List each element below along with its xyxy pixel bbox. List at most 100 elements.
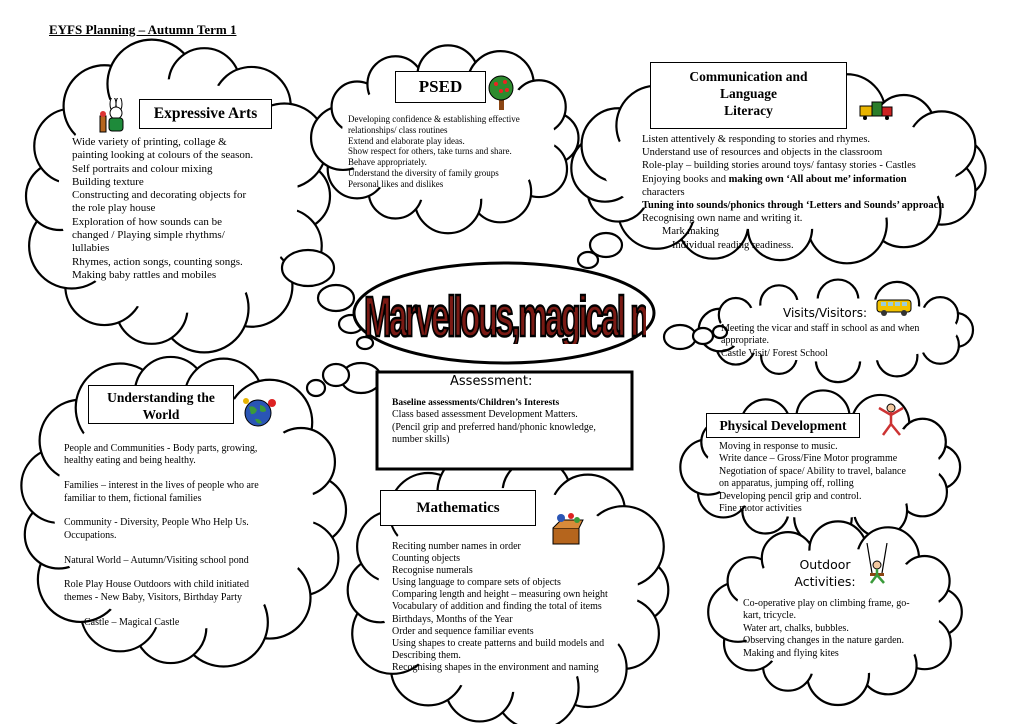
understanding-line: Occupations.	[64, 529, 117, 541]
expressive-arts-line: Self portraits and colour mixing	[72, 162, 213, 175]
psed-line: Personal likes and dislikes	[348, 178, 444, 189]
understanding-heading-line-1: Understanding the	[107, 390, 215, 405]
mathematics-line: Recognise numerals	[392, 565, 473, 577]
thought-cloud	[24, 38, 332, 354]
understanding-line	[64, 567, 296, 579]
thought-cloud	[697, 278, 975, 384]
physical-line: Developing pencil grip and control.	[719, 490, 862, 502]
expressive-arts-line: Building texture	[72, 175, 144, 188]
assessment-list: Baseline assessments/Children’s Interest…	[392, 397, 627, 446]
tree-icon	[486, 74, 516, 117]
mathematics-line: Recognising shapes in the environment an…	[392, 661, 599, 673]
communication-line: Mark making	[662, 226, 719, 238]
psed-line: relationships/ class routines	[348, 124, 448, 135]
expressive-arts-heading: Expressive Arts	[139, 99, 272, 129]
outdoor-line: kart, tricycle.	[743, 610, 797, 622]
mathematics-line: Counting objects	[392, 553, 461, 565]
visits-heading: Visits/Visitors:	[783, 306, 868, 320]
understanding-line: Natural World – Autumn/Visiting school p…	[64, 554, 249, 566]
communication-line: characters	[642, 186, 685, 198]
outdoor-line: Co-operative play on climbing frame, go-	[743, 598, 910, 609]
physical-line: Moving in response to music.	[719, 441, 838, 452]
physical-line: on apparatus, jumping off, rolling	[719, 478, 854, 490]
understanding-line	[64, 468, 296, 480]
psed-line: Behave appropriately.	[348, 157, 427, 168]
mathematics-line: Using language to compare sets of object…	[392, 577, 561, 589]
visits-line: Castle Visit/ Forest School	[721, 347, 828, 359]
toy-box-icon	[549, 512, 585, 553]
physical-line: Write dance – Gross/Fine Motor programme	[719, 453, 898, 465]
outdoor-heading: Outdoor Activities:	[790, 556, 860, 590]
understanding-heading-line-2: World	[142, 407, 180, 422]
communication-heading-line-3: Literacy	[724, 103, 773, 118]
visits-line: Meeting the vicar and staff in school as…	[721, 323, 920, 334]
understanding-heading: Understanding the World	[88, 385, 234, 424]
expressive-arts-line: changed / Playing simple rhythms/	[72, 229, 225, 242]
physical-list: Moving in response to music.Write dance …	[719, 441, 934, 515]
communication-line: Enjoying books and making own ‘All about…	[642, 173, 972, 186]
outdoor-line: Making and flying kites	[743, 647, 839, 659]
psed-line: Developing confidence & establishing eff…	[348, 114, 520, 124]
psed-line: Understand the diversity of family group…	[348, 167, 499, 178]
physical-line: Fine motor activities	[719, 503, 802, 515]
understanding-line: Community - Diversity, People Who Help U…	[64, 517, 249, 529]
understanding-list: People and Communities - Body parts, gro…	[64, 443, 296, 629]
expressive-arts-line: lullabies	[72, 242, 110, 255]
understanding-line: Role Play House Outdoors with child init…	[64, 579, 249, 591]
assessment-heading: Assessment:	[450, 374, 533, 389]
communication-line-part: Enjoying books and	[642, 173, 729, 185]
communication-line-bold-part: making own ‘All about me’ information	[728, 173, 907, 185]
understanding-line	[64, 542, 296, 554]
communication-heading-line-2: Language	[719, 86, 777, 101]
visits-line: appropriate.	[721, 335, 770, 347]
communication-line: Role-play – building stories around toys…	[642, 160, 916, 172]
swing-icon	[862, 542, 892, 594]
communication-heading: Communication and Language Literacy	[650, 62, 847, 129]
outdoor-heading-line-1: Outdoor	[799, 557, 851, 572]
mathematics-line: Using shapes to create patterns and buil…	[392, 637, 605, 649]
communication-line: Recognising own name and writing it.	[642, 213, 803, 225]
understanding-line: familiar to them, fictional families	[64, 492, 202, 504]
expressive-arts-line: painting looking at colours of the seaso…	[72, 149, 254, 162]
communication-line: Tuning into sounds/phonics through ‘Lett…	[642, 200, 945, 212]
outdoor-heading-line-2: Activities:	[794, 574, 856, 589]
expressive-arts-line: Constructing and decorating objects for	[72, 189, 247, 202]
understanding-line: themes - New Baby, Visitors, Birthday Pa…	[64, 591, 242, 603]
outdoor-line: Observing changes in the nature garden.	[743, 635, 905, 647]
psed-heading: PSED	[395, 71, 486, 103]
expressive-arts-line: Wide variety of printing, collage &	[72, 136, 227, 148]
assessment-line: (Pencil grip and preferred hand/phonic k…	[392, 421, 596, 433]
psed-line: Show respect for others, take turns and …	[348, 146, 512, 157]
psed-list: Developing confidence & establishing eff…	[348, 114, 553, 190]
physical-heading: Physical Development	[706, 413, 860, 438]
assessment-bold-line: Baseline assessments/Children’s Interest…	[392, 398, 560, 408]
assessment-box	[375, 370, 634, 471]
communication-line: Listen attentively & responding to stori…	[642, 134, 871, 145]
centre-title: Marvellous,magical me	[364, 282, 646, 344]
toys-icon	[858, 98, 894, 125]
assessment-line: number skills)	[392, 433, 450, 445]
understanding-line	[64, 505, 296, 517]
mathematics-line: Birthdays, Months of the Year	[392, 613, 513, 625]
psed-line: Extend and elaborate play ideas.	[348, 135, 465, 146]
assessment-line: Class based assessment Development Matte…	[392, 409, 578, 421]
mathematics-heading: Mathematics	[380, 490, 536, 526]
jumping-child-icon	[874, 402, 908, 443]
expressive-arts-line: Rhymes, action songs, counting songs.	[72, 255, 243, 268]
expressive-arts-line: Making baby rattles and mobiles	[72, 268, 217, 281]
mathematics-line: Comparing length and height – measuring …	[392, 589, 608, 601]
mathematics-line: Reciting number names in order	[392, 541, 521, 552]
outdoor-list: Co-operative play on climbing frame, go-…	[743, 598, 933, 660]
mathematics-line: Vocabulary of addition and finding the t…	[392, 601, 602, 613]
page-title: EYFS Planning – Autumn Term 1	[49, 22, 237, 37]
communication-line: Understand use of resources and objects …	[642, 147, 883, 159]
painter-rabbit-icon	[98, 96, 132, 139]
expressive-arts-line: the role play house	[72, 202, 156, 215]
understanding-line	[64, 604, 296, 616]
communication-list: Listen attentively & responding to stori…	[642, 133, 972, 252]
understanding-line: People and Communities - Body parts, gro…	[64, 443, 258, 454]
globe-icon	[240, 395, 280, 434]
visits-list: Meeting the vicar and staff in school as…	[721, 323, 961, 360]
mathematics-line: Order and sequence familiar events	[392, 625, 534, 637]
